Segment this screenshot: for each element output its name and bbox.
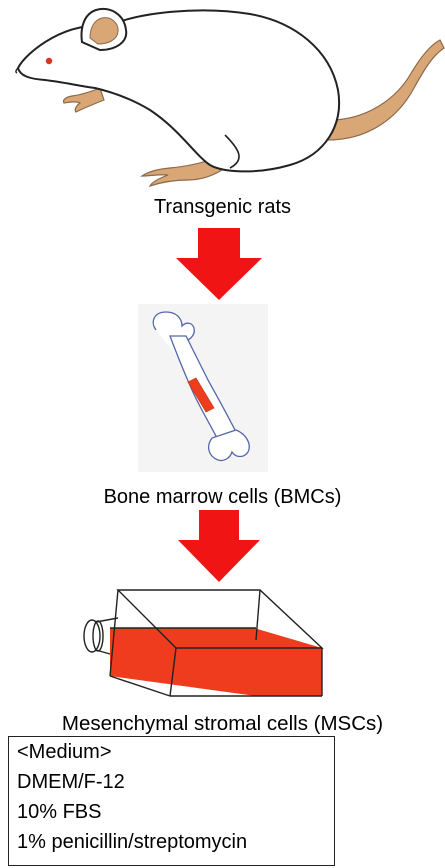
down-arrow-icon <box>178 510 260 582</box>
medium-item: DMEM/F-12 <box>17 771 125 794</box>
medium-item: 1% penicillin/streptomycin <box>17 831 247 854</box>
down-arrow-icon <box>176 228 262 300</box>
transgenic-rats-label: Transgenic rats <box>0 196 445 219</box>
mesenchymal-stromal-cells-label: Mesenchymal stromal cells (MSCs) <box>0 712 445 736</box>
culture-flask-icon <box>84 590 322 696</box>
medium-heading: <Medium> <box>17 741 112 764</box>
rat-eye-icon <box>46 58 52 64</box>
bone-marrow-cells-label: Bone marrow cells (BMCs) <box>0 486 445 509</box>
rat-icon <box>16 9 444 186</box>
medium-box: <Medium> DMEM/F-12 10% FBS 1% penicillin… <box>8 736 335 866</box>
medium-item: 10% FBS <box>17 801 101 824</box>
femur-bone-icon <box>138 304 268 472</box>
